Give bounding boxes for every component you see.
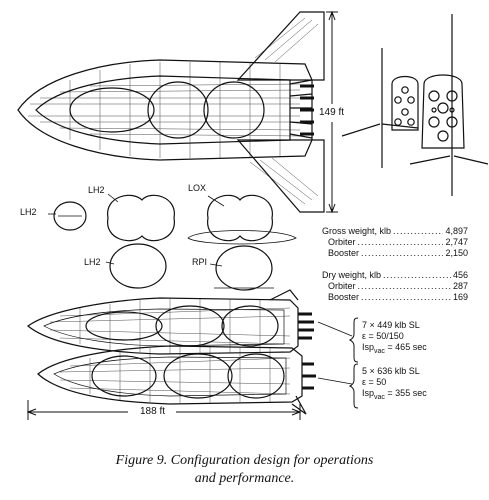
gross-weight-total: 4,897 xyxy=(445,226,468,236)
caption-line-2: and performance. xyxy=(194,471,295,486)
booster-expansion-ratio: ε = 50 xyxy=(362,377,387,387)
gross-orbiter-value: 2,747 xyxy=(445,237,468,247)
booster-isp: Ispvac = 355 sec xyxy=(362,388,427,401)
gross-orbiter-label: Orbiter xyxy=(328,237,356,247)
figure-caption: Figure 9. Configuration design for opera… xyxy=(0,452,489,488)
dry-weight-total-row: Dry weight, klb 456 xyxy=(322,270,468,281)
dry-weight-table: Dry weight, klb 456 Orbiter 287 Booster … xyxy=(322,270,468,303)
orbiter-engine-count: 7 × 449 klb SL xyxy=(362,320,420,330)
booster-engine-specs: 5 × 636 klb SL ε = 50 Ispvac = 355 sec xyxy=(362,366,427,403)
gross-weight-heading: Gross weight, klb xyxy=(322,226,392,236)
spec-braces xyxy=(348,317,359,409)
gross-booster-label: Booster xyxy=(328,248,360,258)
dry-orbiter-value: 287 xyxy=(452,281,468,291)
lox-label: LOX xyxy=(188,183,207,193)
front-view xyxy=(341,14,489,196)
caption-line-1: Figure 9. Configuration design for opera… xyxy=(115,453,374,468)
dry-orbiter-label: Orbiter xyxy=(328,281,356,291)
lh2-bottom-label: LH2 xyxy=(84,257,101,267)
orbiter-isp: Ispvac = 465 sec xyxy=(362,342,427,355)
gross-weight-total-row: Gross weight, klb 4,897 xyxy=(322,226,468,237)
lh2-small-label: LH2 xyxy=(20,207,37,217)
lh2-top-label: LH2 xyxy=(88,185,105,195)
orbiter-side-view xyxy=(27,289,353,355)
plan-view-hatching xyxy=(28,17,319,205)
dry-weight-orbiter-row: Orbiter 287 xyxy=(322,281,468,292)
plan-view xyxy=(17,10,338,214)
gross-weight-booster-row: Booster 2,150 xyxy=(322,248,468,259)
label-leaders xyxy=(48,193,225,267)
length-dimension xyxy=(26,400,302,420)
gross-booster-value: 2,150 xyxy=(445,248,468,258)
orbiter-expansion-ratio: ε = 50/150 xyxy=(362,331,404,341)
span-dimension-label: 149 ft xyxy=(319,107,345,118)
orbiter-engine-specs: 7 × 449 klb SL ε = 50/150 Ispvac = 465 s… xyxy=(362,320,427,357)
rp1-label: RPI xyxy=(192,257,208,267)
dry-weight-heading: Dry weight, klb xyxy=(322,270,382,280)
booster-side-view xyxy=(37,345,353,415)
dry-weight-booster-row: Booster 169 xyxy=(322,292,468,303)
booster-engine-count: 5 × 636 klb SL xyxy=(362,366,420,376)
dry-weight-total: 456 xyxy=(452,270,468,280)
booster-hatching xyxy=(59,347,291,403)
orbiter-hatching xyxy=(49,299,291,353)
gross-weight-table: Gross weight, klb 4,897 Orbiter 2,747 Bo… xyxy=(322,226,468,259)
dry-booster-value: 169 xyxy=(452,292,468,302)
length-dimension-label: 188 ft xyxy=(140,406,166,417)
dry-booster-label: Booster xyxy=(328,292,360,302)
gross-weight-orbiter-row: Orbiter 2,747 xyxy=(322,237,468,248)
cross-sections xyxy=(53,194,297,291)
